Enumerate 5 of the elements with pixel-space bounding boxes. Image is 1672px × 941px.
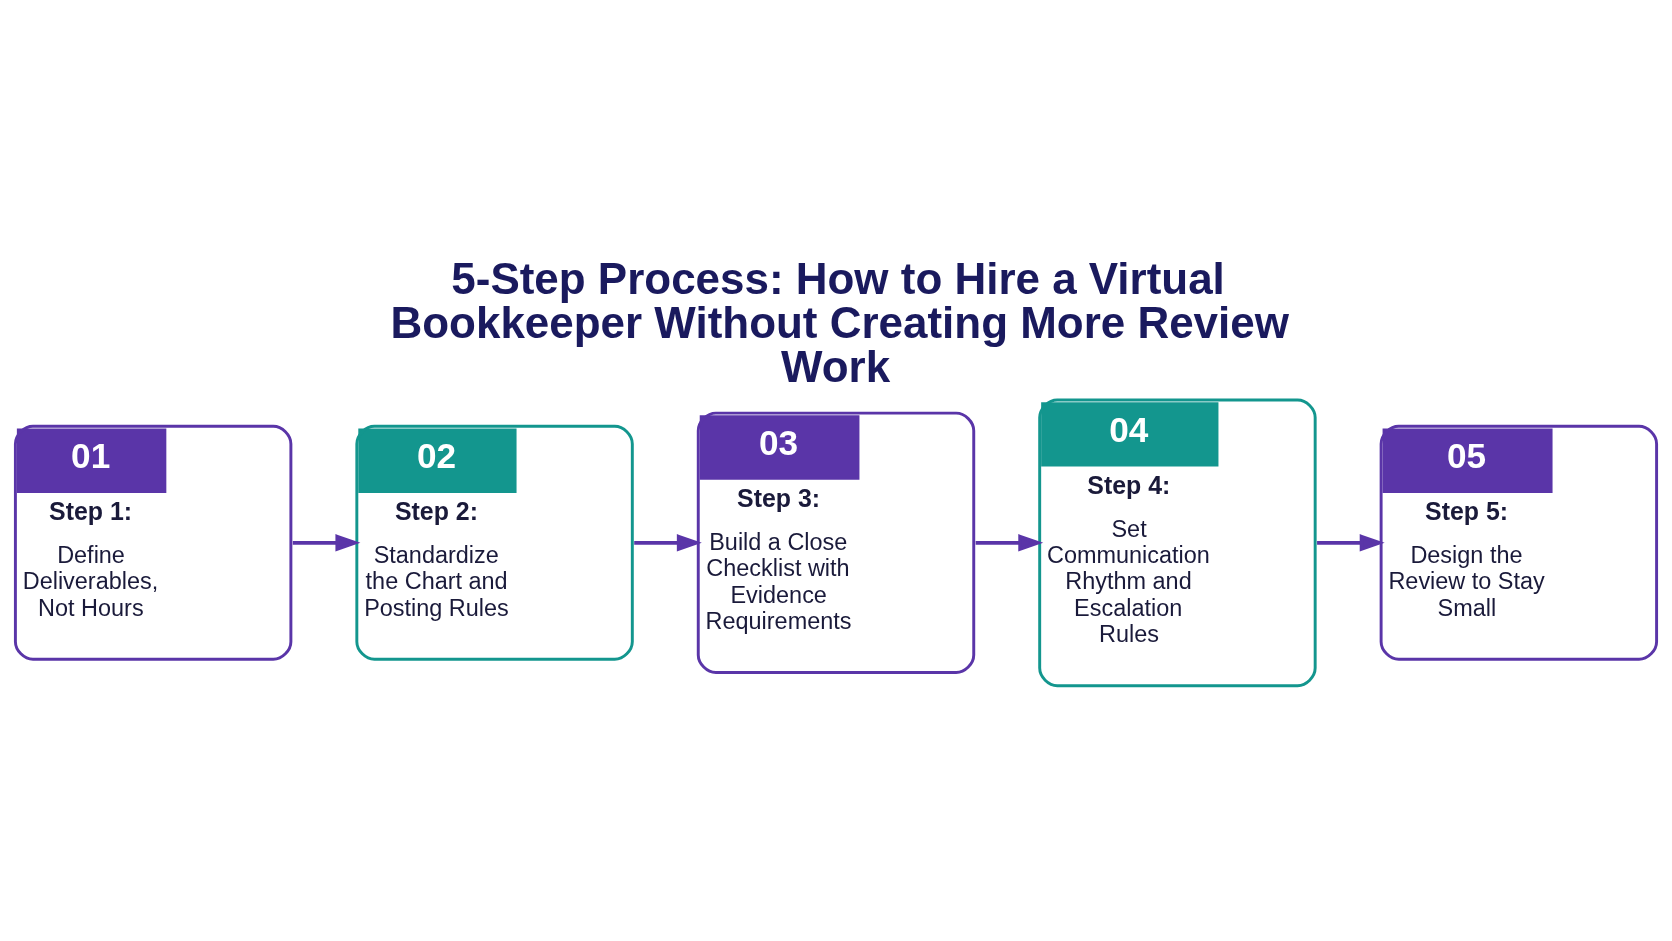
arrow [1317, 533, 1385, 552]
diagram-title: 5-Step Process: How to Hire a Virtual Bookkeeper Without Creating More Review Work [390, 253, 1289, 391]
arrow [292, 533, 361, 552]
arrow [975, 533, 1044, 552]
arrow [634, 533, 702, 552]
